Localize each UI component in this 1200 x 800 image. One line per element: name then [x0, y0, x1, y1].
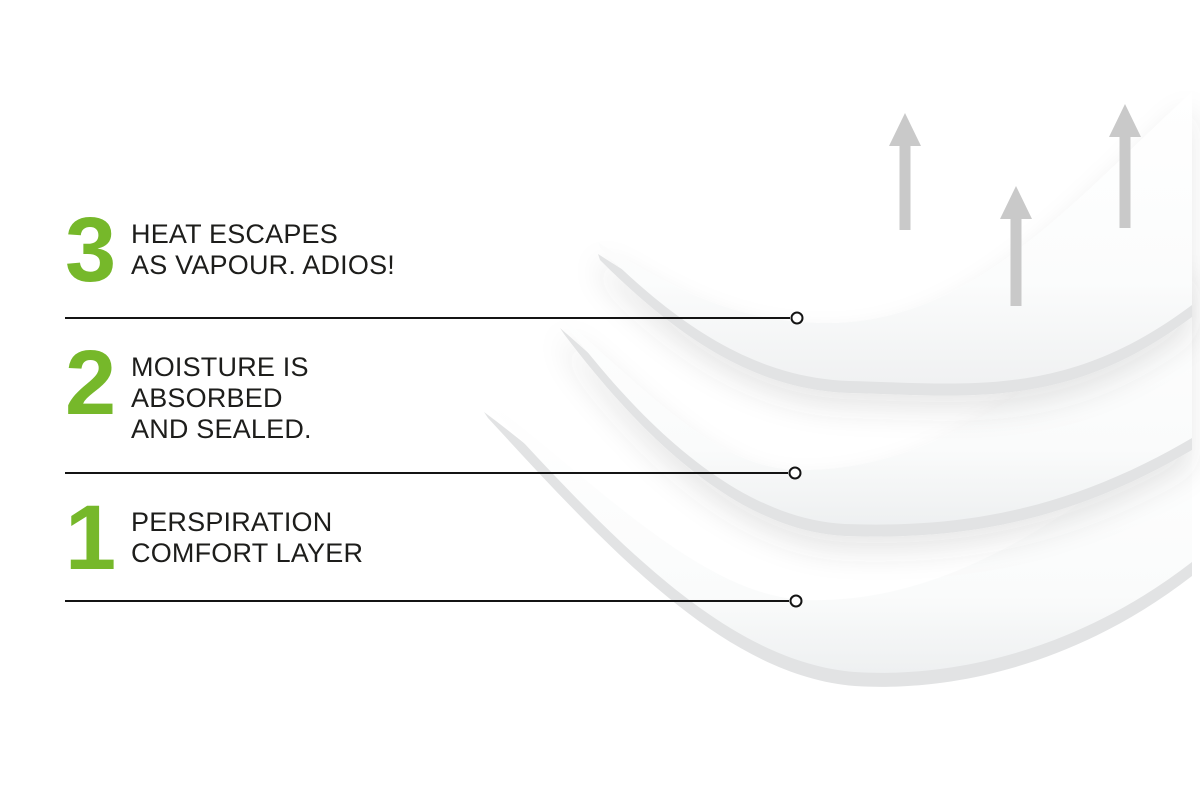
leader-dot-2	[788, 466, 802, 480]
leader-dot-1	[789, 594, 803, 608]
step-1: 1 PERSPIRATION COMFORT LAYER	[65, 487, 363, 589]
sheet-layer-3-surface	[598, 92, 1192, 384]
step-2-label-line-1: MOISTURE IS	[131, 352, 309, 382]
step-1-label-line-1: PERSPIRATION	[131, 507, 333, 537]
step-3-number: 3	[65, 199, 116, 301]
vapour-arrows	[889, 104, 1141, 306]
step-2-number: 2	[65, 332, 116, 434]
step-1-label: PERSPIRATION COMFORT LAYER	[131, 507, 363, 569]
step-1-number: 1	[65, 487, 116, 589]
step-2-label: MOISTURE IS ABSORBED AND SEALED.	[131, 352, 312, 445]
step-1-label-line-2: COMFORT LAYER	[131, 538, 364, 568]
leader-dot-3	[790, 311, 804, 325]
up-arrow-icon	[1000, 186, 1032, 306]
step-3-label-line-1: HEAT ESCAPES	[131, 219, 338, 249]
step-3-label-line-2: AS VAPOUR. ADIOS!	[131, 250, 395, 280]
up-arrow-icon	[889, 113, 921, 230]
sheet-layer-2	[560, 256, 1192, 537]
step-3: 3 HEAT ESCAPES AS VAPOUR. ADIOS!	[65, 199, 395, 301]
sheet-layer-2-surface	[560, 256, 1192, 525]
sheet-layer-3	[598, 92, 1192, 396]
sheet-layer-1	[484, 398, 1192, 687]
step-3-label: HEAT ESCAPES AS VAPOUR. ADIOS!	[131, 219, 395, 281]
leader-lines	[65, 311, 804, 608]
up-arrow-icon	[1109, 104, 1141, 228]
sheet-layer-1-surface	[484, 398, 1192, 673]
step-2-label-line-2: ABSORBED	[131, 383, 283, 413]
step-2-label-line-3: AND SEALED.	[131, 414, 312, 444]
step-2: 2 MOISTURE IS ABSORBED AND SEALED.	[65, 332, 312, 445]
